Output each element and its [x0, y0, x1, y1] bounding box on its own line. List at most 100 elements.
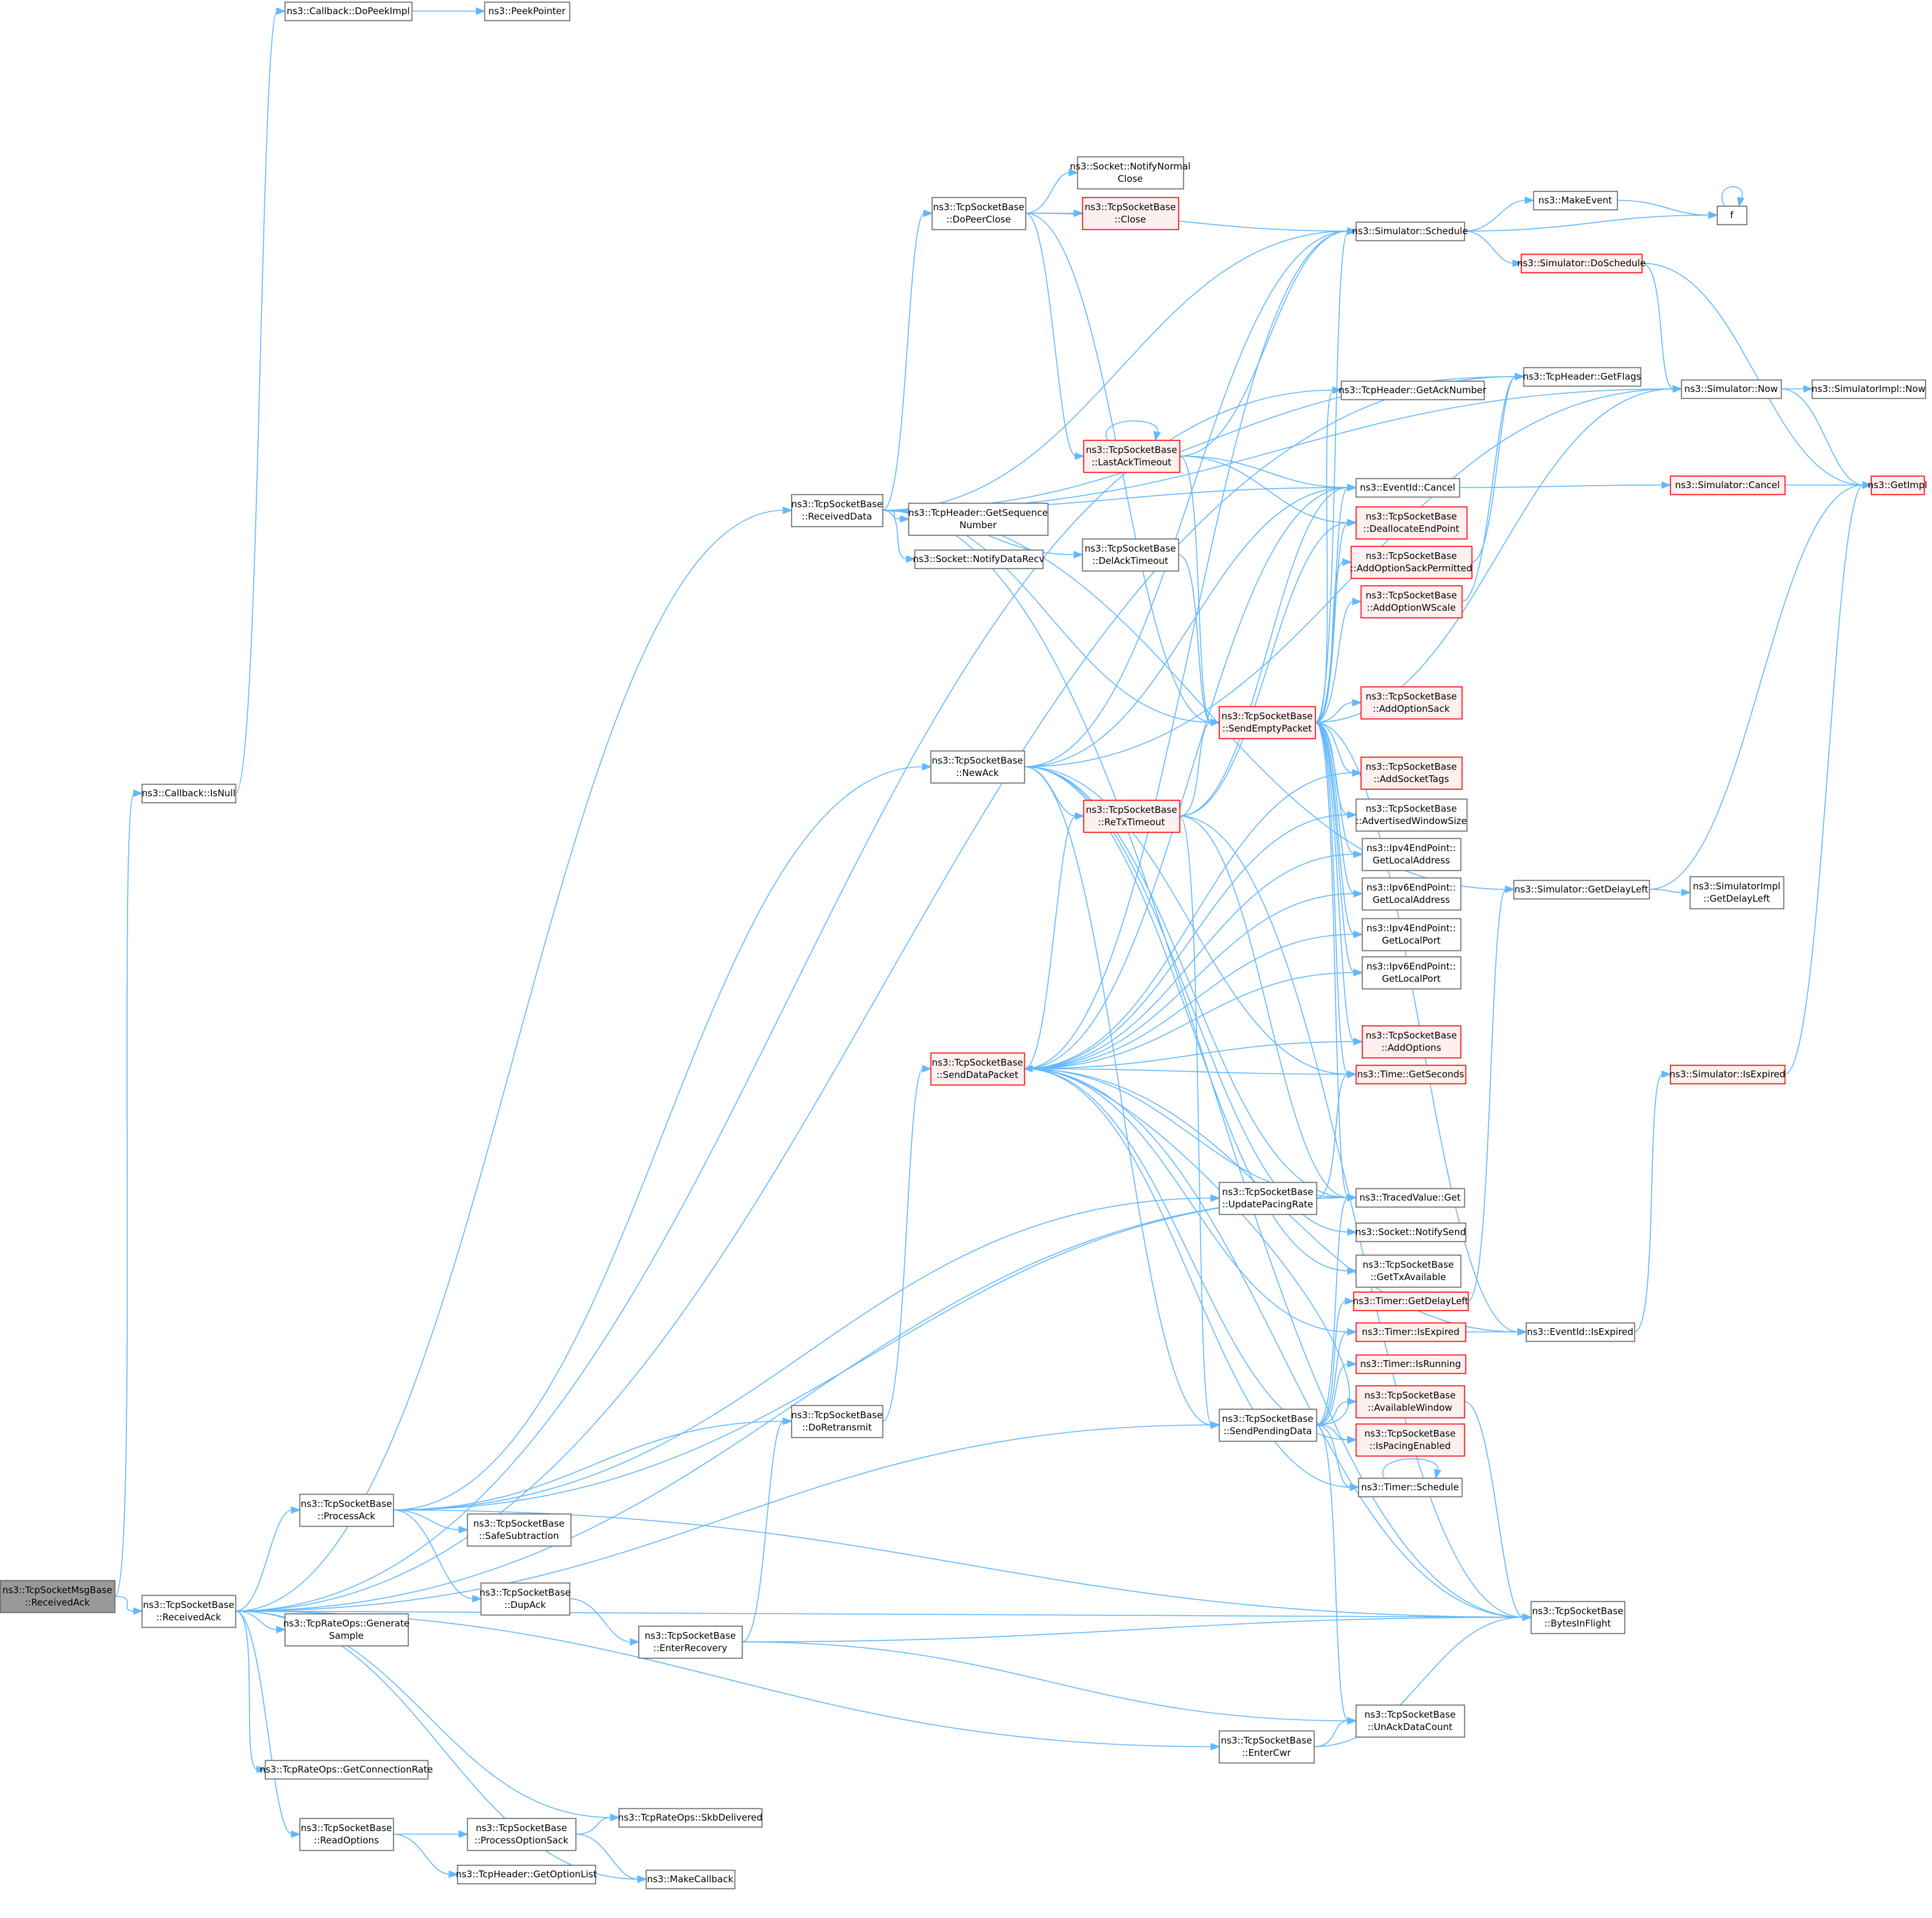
node-notifysend[interactable]: ns3::Socket::NotifySend	[1355, 1222, 1467, 1243]
node-readopts[interactable]: ns3::TcpSocketBase::ReadOptions	[299, 1818, 394, 1851]
node-makeevent[interactable]: ns3::MakeEvent	[1533, 190, 1618, 211]
node-simisexp[interactable]: ns3::Simulator::IsExpired	[1669, 1064, 1786, 1085]
node-addsack[interactable]: ns3::TcpSocketBase::AddOptionSack	[1360, 686, 1463, 720]
node-dupack[interactable]: ns3::TcpSocketBase::DupAck	[479, 1582, 571, 1616]
edge-arrowhead	[1342, 558, 1353, 566]
node-tracedget[interactable]: ns3::TracedValue::Get	[1355, 1188, 1465, 1208]
node-label: Close	[1118, 173, 1143, 184]
edge-line	[1314, 722, 1355, 1042]
node-simnow[interactable]: ns3::Simulator::Now	[1681, 379, 1782, 399]
edge-line	[1464, 214, 1710, 232]
node-getimpl[interactable]: ns3::GetImpl	[1868, 475, 1927, 496]
node-procsack[interactable]: ns3::TcpSocketBase::ProcessOptionSack	[467, 1818, 577, 1851]
node-label: Sample	[329, 1630, 364, 1641]
node-getseconds[interactable]: ns3::Time::GetSeconds	[1355, 1064, 1467, 1085]
node-cb_isnull[interactable]: ns3::Callback::IsNull	[141, 783, 237, 804]
node-timergetdelay[interactable]: ns3::Timer::GetDelayLeft	[1353, 1291, 1469, 1312]
node-label: ns3::Timer::Schedule	[1361, 1482, 1459, 1493]
node-ispacing[interactable]: ns3::TcpSocketBase::IsPacingEnabled	[1355, 1423, 1465, 1457]
node-dealloc[interactable]: ns3::TcpSocketBase::DeallocateEndPoint	[1355, 506, 1468, 540]
node-impldelay[interactable]: ns3::SimulatorImpl::GetDelayLeft	[1689, 876, 1785, 910]
node-f[interactable]: f	[1716, 205, 1748, 226]
node-box	[1361, 838, 1462, 871]
node-label: ::GetDelayLeft	[1703, 893, 1770, 904]
node-simschedule[interactable]: ns3::Simulator::Schedule	[1352, 221, 1468, 242]
edge-line	[1314, 722, 1355, 894]
edge-arrowhead	[459, 1525, 469, 1534]
node-doschedule[interactable]: ns3::Simulator::DoSchedule	[1517, 253, 1646, 274]
node-addtags[interactable]: ns3::TcpSocketBase::AddSocketTags	[1360, 756, 1463, 790]
node-label: ns3::TcpSocketBase	[1222, 1186, 1313, 1198]
node-doretx[interactable]: ns3::TcpSocketBase::DoRetransmit	[791, 1405, 884, 1438]
node-enterrec[interactable]: ns3::TcpSocketBase::EnterRecovery	[638, 1625, 743, 1659]
node-cb_dopeek[interactable]: ns3::Callback::DoPeekImpl	[284, 1, 413, 22]
node-safesub[interactable]: ns3::TcpSocketBase::SafeSubtraction	[467, 1513, 572, 1547]
node-box	[645, 1869, 736, 1890]
node-addwscale[interactable]: ns3::TcpSocketBase::AddOptionWScale	[1360, 585, 1463, 619]
node-ipv6addr[interactable]: ns3::Ipv6EndPoint::GetLocalAddress	[1361, 877, 1462, 911]
node-getflags[interactable]: ns3::TcpHeader::GetFlags	[1523, 367, 1642, 387]
edge-line	[1024, 814, 1349, 1069]
edge-arrowhead	[1517, 1328, 1528, 1336]
edge-line	[882, 231, 1349, 511]
node-entercwr[interactable]: ns3::TcpSocketBase::EnterCwr	[1218, 1730, 1315, 1764]
edge-newack-getseconds	[1024, 766, 1358, 1079]
node-getacknum[interactable]: ns3::TcpHeader::GetAckNumber	[1339, 380, 1487, 401]
node-box	[914, 549, 1044, 569]
edge-recvack-tracedget	[235, 1193, 1358, 1612]
node-advwin[interactable]: ns3::TcpSocketBase::AdvertisedWindowSize	[1355, 798, 1468, 832]
node-root[interactable]: ns3::TcpSocketMsgBase::ReceivedAck	[0, 1580, 116, 1614]
node-senddatapkt[interactable]: ns3::TcpSocketBase::SendDataPacket	[930, 1052, 1025, 1086]
node-makecb[interactable]: ns3::MakeCallback	[645, 1869, 736, 1890]
node-peekptr[interactable]: ns3::PeekPointer	[484, 1, 571, 22]
node-newack[interactable]: ns3::TcpSocketBase::NewAck	[930, 750, 1025, 784]
edge-procsack-skbdeliv	[575, 1813, 621, 1835]
edge-arrowhead	[1347, 518, 1358, 527]
node-dopeerclose[interactable]: ns3::TcpSocketBase::DoPeerClose	[931, 197, 1027, 231]
node-recvack[interactable]: ns3::TcpSocketBase::ReceivedAck	[141, 1594, 237, 1628]
node-lastacktimeout[interactable]: ns3::TcpSocketBase::LastAckTimeout	[1083, 439, 1181, 473]
node-label: ns3::Simulator::IsExpired	[1669, 1069, 1785, 1080]
edge-arrowhead	[1153, 431, 1161, 442]
node-evisexp[interactable]: ns3::EventId::IsExpired	[1525, 1322, 1636, 1342]
node-ipv6port[interactable]: ns3::Ipv6EndPoint::GetLocalPort	[1361, 956, 1462, 990]
node-recvdata[interactable]: ns3::TcpSocketBase::ReceivedData	[791, 494, 884, 528]
node-simcancel[interactable]: ns3::Simulator::Cancel	[1669, 475, 1786, 496]
node-gettxavail[interactable]: ns3::TcpSocketBase::GetTxAvailable	[1355, 1254, 1462, 1288]
node-timersched[interactable]: ns3::Timer::Schedule	[1358, 1477, 1463, 1498]
node-box	[1350, 545, 1473, 579]
node-getconnrate[interactable]: ns3::TcpRateOps::GetConnectionRate	[259, 1760, 433, 1780]
node-processack[interactable]: ns3::TcpSocketBase::ProcessAck	[299, 1493, 394, 1527]
node-retxtimeout[interactable]: ns3::TcpSocketBase::ReTxTimeout	[1083, 799, 1181, 833]
node-timerisrun[interactable]: ns3::Timer::IsRunning	[1355, 1354, 1467, 1374]
node-timerisexp[interactable]: ns3::Timer::IsExpired	[1355, 1322, 1467, 1342]
node-close[interactable]: ns3::TcpSocketBase::Close	[1082, 197, 1180, 231]
node-updpacing[interactable]: ns3::TcpSocketBase::UpdatePacingRate	[1218, 1181, 1318, 1215]
node-addoptions[interactable]: ns3::TcpSocketBase::AddOptions	[1361, 1025, 1462, 1059]
edge-cb_isnull-cb_dopeek	[235, 7, 287, 794]
node-simgetdelay[interactable]: ns3::Simulator::GetDelayLeft	[1513, 879, 1650, 900]
node-getoptlist[interactable]: ns3::TcpHeader::GetOptionList	[456, 1864, 597, 1885]
node-notifydatarecv[interactable]: ns3::Socket::NotifyDataRecv	[913, 549, 1045, 569]
node-availwin[interactable]: ns3::TcpSocketBase::AvailableWindow	[1355, 1385, 1465, 1419]
node-ipv4port[interactable]: ns3::Ipv4EndPoint::GetLocalPort	[1361, 918, 1462, 952]
node-skbdeliv[interactable]: ns3::TcpRateOps::SkbDelivered	[618, 1808, 763, 1828]
node-addsackperm[interactable]: ns3::TcpSocketBase::AddOptionSackPermitt…	[1350, 545, 1473, 579]
node-implnow[interactable]: ns3::SimulatorImpl::Now	[1812, 379, 1926, 399]
node-evcancel[interactable]: ns3::EventId::Cancel	[1355, 478, 1461, 498]
node-delacktimeout[interactable]: ns3::TcpSocketBase::DelAckTimeout	[1082, 538, 1180, 572]
node-sendpending[interactable]: ns3::TcpSocketBase::SendPendingData	[1218, 1408, 1318, 1442]
node-label: ns3::TcpSocketBase	[791, 499, 882, 510]
node-label: ns3::TcpSocketBase	[1366, 550, 1457, 561]
node-bytesinflight[interactable]: ns3::TcpSocketBase::BytesInFlight	[1530, 1601, 1626, 1634]
edge-line	[1464, 1401, 1524, 1618]
node-ipv4addr[interactable]: ns3::Ipv4EndPoint::GetLocalAddress	[1361, 838, 1462, 871]
node-box	[264, 1760, 429, 1780]
node-unackcount[interactable]: ns3::TcpSocketBase::UnAckDataCount	[1355, 1704, 1465, 1738]
node-box	[284, 1, 413, 22]
edge-line	[235, 1610, 639, 1880]
node-sendempty[interactable]: ns3::TcpSocketBase::SendEmptyPacket	[1218, 706, 1316, 740]
